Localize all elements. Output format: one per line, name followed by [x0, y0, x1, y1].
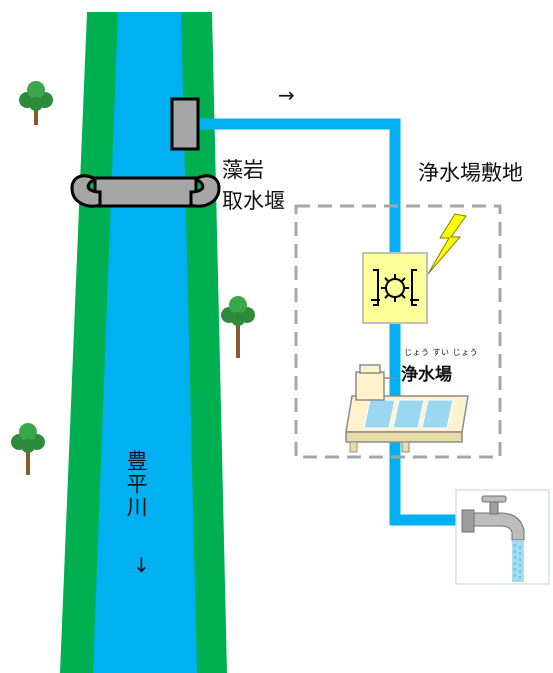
- water-treatment-plant-icon: [345, 364, 469, 453]
- intake-type-label: 取水堰: [222, 189, 285, 213]
- flow-direction-arrow: →: [278, 83, 295, 107]
- river-name-label: 豊平川: [124, 450, 149, 519]
- tree-icon: [11, 423, 45, 475]
- river-flow-arrow: ↓: [133, 553, 150, 577]
- site-boundary: [294, 204, 502, 459]
- tree-icon: [221, 296, 255, 358]
- plant-ruby-label: じょう すい じょう: [404, 348, 479, 357]
- lightning-icon: [427, 213, 467, 275]
- treatment-unit-icon: [362, 252, 428, 324]
- faucet-icon: [455, 489, 550, 585]
- tree-icon: [19, 81, 53, 125]
- weir: [70, 174, 221, 208]
- plant-label: 浄水場: [401, 365, 452, 385]
- intake-gate: [170, 97, 200, 151]
- intake-name-label: 藻岩: [222, 158, 264, 182]
- site-label: 浄水場敷地: [418, 161, 523, 185]
